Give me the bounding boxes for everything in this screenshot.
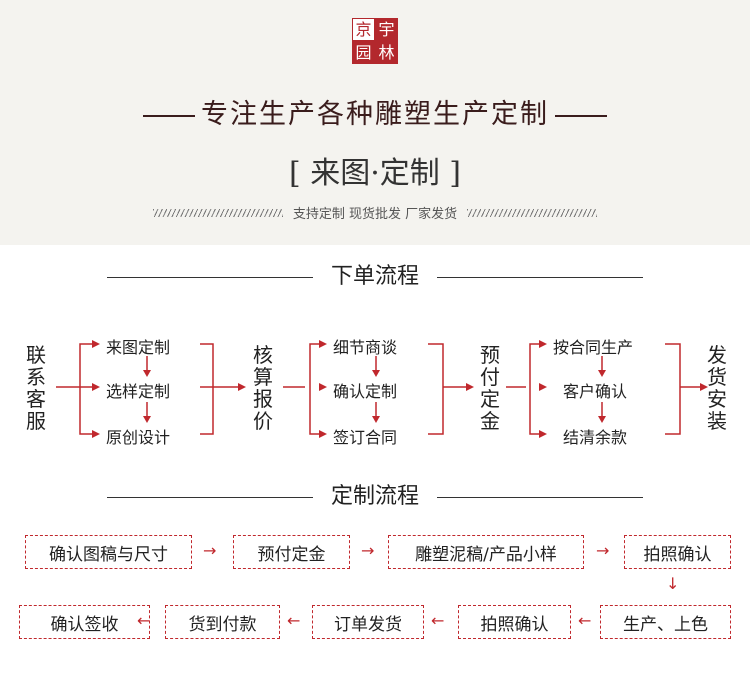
step-confirm-custom: 确认定制: [333, 382, 398, 401]
divider: [437, 276, 643, 278]
logo-char: 林: [375, 41, 398, 64]
option-original-design: 原创设计: [106, 428, 171, 447]
divider: [143, 114, 195, 117]
divider: [106, 496, 313, 498]
step-produce-per-contract: 按合同生产: [553, 338, 634, 357]
sub-title: [ 来图·定制 ]: [288, 156, 462, 191]
tagline: 支持定制 现货批发 厂家发货: [292, 207, 458, 222]
flow-box-photo-confirm: 拍照确认: [624, 535, 731, 569]
arrow-left-icon: ←: [431, 611, 445, 630]
flow-box-clay-sample: 雕塑泥稿/产品小样: [388, 535, 584, 569]
step-sign-contract: 签订合同: [333, 428, 398, 447]
hatch-decoration: [152, 208, 283, 217]
step-detail-discuss: 细节商谈: [333, 338, 398, 357]
flow-box-cod: 货到付款: [165, 605, 280, 639]
logo-char: 宇: [375, 18, 398, 41]
flow-box-photo-confirm-2: 拍照确认: [458, 605, 571, 639]
hatch-decoration: [467, 208, 598, 217]
logo-char: 京: [352, 18, 375, 41]
headline: 专注生产各种雕塑生产定制: [0, 92, 750, 131]
step-customer-confirm: 客户确认: [563, 382, 628, 401]
step-ship-install: 发货安装: [707, 343, 727, 433]
order-flow-title-text: 下单流程: [330, 264, 419, 289]
flow-box-ship-order: 订单发货: [312, 605, 424, 639]
flow-box-confirm-draft: 确认图稿与尺寸: [25, 535, 192, 569]
order-flow-title: 下单流程: [0, 258, 750, 290]
step-settle-balance: 结清余款: [563, 428, 628, 447]
flow-box-receipt: 确认签收: [19, 605, 150, 639]
arrow-left-icon: ←: [287, 611, 301, 630]
flow-box-deposit: 预付定金: [233, 535, 350, 569]
arrow-left-icon: ←: [578, 611, 592, 630]
arrow-right-icon: →: [203, 541, 217, 560]
arrow-right-icon: →: [361, 541, 375, 560]
custom-flow-title-text: 定制流程: [330, 484, 419, 509]
divider: [437, 496, 643, 498]
flow-box-production: 生产、上色: [600, 605, 731, 639]
arrow-left-icon: ←: [137, 611, 151, 630]
brand-logo: 京 宇 园 林: [352, 18, 398, 64]
step-quote: 核算报价: [253, 343, 273, 433]
logo-char: 园: [352, 41, 375, 64]
divider: [555, 114, 607, 117]
tagline-row: 支持定制 现货批发 厂家发货: [0, 203, 750, 222]
headline-text: 专注生产各种雕塑生产定制: [201, 99, 549, 130]
option-sample-custom: 选样定制: [106, 382, 171, 401]
step-contact-service: 联系客服: [26, 343, 46, 433]
arrow-right-icon: →: [596, 541, 610, 560]
divider: [106, 276, 313, 278]
step-deposit: 预付定金: [480, 343, 500, 433]
custom-flow-title: 定制流程: [0, 478, 750, 510]
arrow-down-icon: ↓: [666, 574, 680, 593]
option-drawing-custom: 来图定制: [106, 338, 171, 357]
